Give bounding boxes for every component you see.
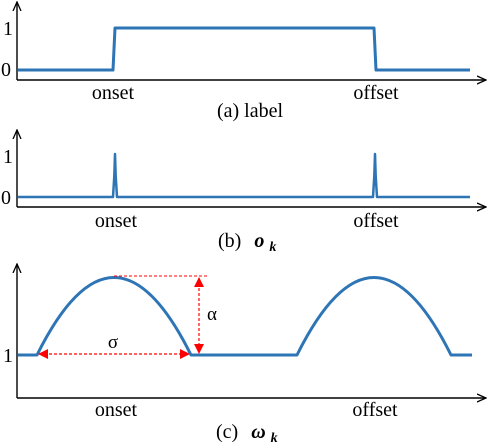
panel-b-ytick-1: 1 (3, 146, 13, 168)
panel-b-caption-prefix: (b) (218, 230, 241, 252)
panel-b: 1 0 onset offset (b) o k (1, 130, 486, 255)
panel-a-caption: (a) label (217, 100, 284, 122)
panel-c-caption-subscript: k (271, 431, 278, 442)
panel-c-caption-prefix: (c) (216, 421, 238, 442)
panel-b-caption: (b) o k (218, 230, 276, 255)
panel-b-offset-label: offset (353, 210, 399, 232)
panel-a-ytick-1: 1 (3, 18, 13, 40)
panel-b-onset-signal (18, 152, 470, 199)
panel-a-label-signal (18, 26, 470, 72)
panel-a-ytick-0: 0 (1, 59, 11, 81)
panel-c-caption: (c) ω k (216, 421, 278, 442)
sigma-label: σ (108, 332, 118, 353)
panel-a-offset-label: offset (353, 82, 399, 104)
panel-b-caption-symbol: o (254, 230, 264, 252)
panel-c-onset-label: onset (95, 399, 138, 421)
panel-c-ytick-1: 1 (3, 345, 13, 367)
panel-b-ytick-0: 0 (1, 187, 11, 209)
panel-c-weight-signal (18, 276, 472, 357)
panel-b-onset-label: onset (95, 210, 138, 232)
panel-a: 1 0 onset offset (a) label (1, 2, 486, 122)
panel-a-onset-label: onset (92, 82, 135, 104)
panel-c-offset-label: offset (352, 399, 398, 421)
panel-c-caption-symbol: ω (251, 421, 265, 442)
panel-b-caption-subscript: k (269, 240, 276, 255)
panel-c: α σ 1 onset offset (c) ω k (3, 264, 486, 442)
alpha-label: α (207, 304, 217, 325)
